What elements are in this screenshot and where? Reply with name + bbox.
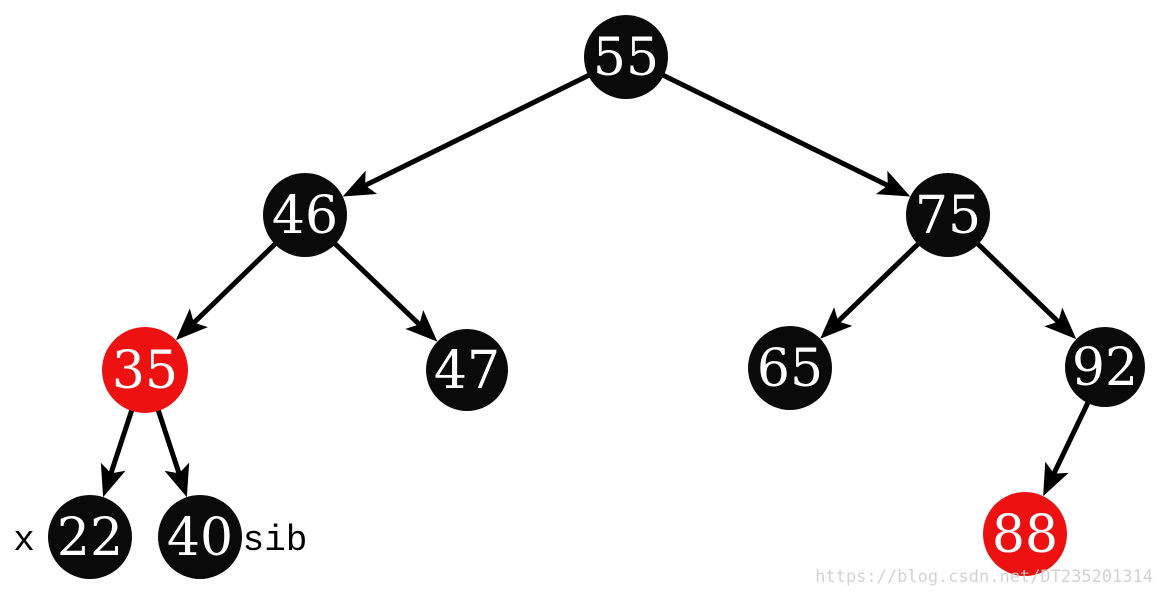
tree-node-75: 75 xyxy=(906,173,990,257)
tree-node-46: 46 xyxy=(263,173,347,257)
tree-node-22: 22 xyxy=(48,495,132,579)
node-value-46: 46 xyxy=(272,186,338,246)
node-value-65: 65 xyxy=(757,339,823,399)
node-value-35: 35 xyxy=(112,341,178,401)
node-circle-46 xyxy=(263,173,347,257)
node-circle-40 xyxy=(158,495,242,579)
edge-55-to-75 xyxy=(624,54,911,197)
tree-node-65: 65 xyxy=(748,326,832,410)
sib-pointer-label: sib xyxy=(243,520,308,561)
node-circle-47 xyxy=(426,329,508,411)
tree-node-88: 88 xyxy=(983,492,1067,576)
node-value-75: 75 xyxy=(915,186,981,246)
tree-node-92: 92 xyxy=(1065,327,1145,407)
node-circle-22 xyxy=(48,495,132,579)
node-value-88: 88 xyxy=(992,505,1058,565)
node-value-92: 92 xyxy=(1072,338,1138,398)
tree-node-35: 35 xyxy=(102,327,188,413)
node-value-22: 22 xyxy=(57,508,123,568)
x-pointer-label: x xyxy=(13,520,35,561)
node-circle-75 xyxy=(906,173,990,257)
tree-node-47: 47 xyxy=(426,329,508,411)
node-circle-92 xyxy=(1065,327,1145,407)
node-circle-65 xyxy=(748,326,832,410)
edge-55-to-46 xyxy=(342,54,628,197)
node-circle-88 xyxy=(983,492,1067,576)
node-circle-35 xyxy=(102,327,188,413)
node-value-55: 55 xyxy=(593,28,659,88)
tree-node-55: 55 xyxy=(584,15,668,99)
node-circle-55 xyxy=(584,15,668,99)
node-value-40: 40 xyxy=(167,508,233,568)
node-value-47: 47 xyxy=(434,341,500,401)
tree-node-40: 40 xyxy=(158,495,242,579)
